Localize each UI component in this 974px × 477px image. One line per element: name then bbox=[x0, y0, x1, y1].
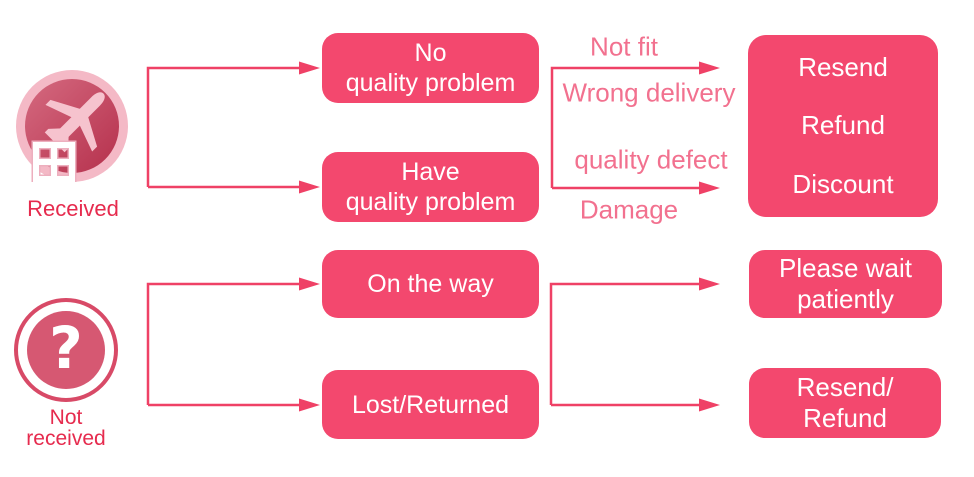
not-received-label: Not received bbox=[8, 407, 124, 449]
box-have-quality-problem: Have quality problem bbox=[322, 152, 539, 222]
box-outcomes-line2: Refund bbox=[801, 110, 885, 141]
box-resend-refund-line2: Refund bbox=[803, 403, 887, 433]
box-lost-returned-line1: Lost/Returned bbox=[351, 390, 510, 419]
box-have-quality-line1: Have bbox=[401, 158, 460, 186]
reason-not-fit: Not fit bbox=[590, 31, 658, 62]
connector-not-received-bracket bbox=[146, 282, 302, 407]
box-outcomes-line3: Discount bbox=[792, 168, 894, 199]
box-no-quality-line1: No bbox=[414, 39, 447, 67]
box-outcomes-line1: Resend bbox=[798, 52, 888, 83]
arrowheads bbox=[299, 61, 720, 412]
box-wait-line1: Please wait bbox=[779, 252, 912, 283]
box-on-the-way-line1: On the way bbox=[367, 270, 494, 298]
connector-quality-bracket bbox=[550, 66, 702, 190]
question-glyph: ? bbox=[49, 313, 83, 382]
box-no-quality-problem: No quality problem bbox=[322, 33, 539, 103]
reason-quality-defect: quality defect bbox=[574, 144, 728, 175]
box-on-the-way: On the way bbox=[322, 250, 539, 318]
connector-status-bracket bbox=[549, 282, 702, 407]
box-wait-line2: patiently bbox=[797, 284, 894, 314]
question-disc: ? bbox=[27, 311, 105, 389]
box-resend-refund-discount: Resend Refund Discount bbox=[748, 35, 938, 217]
box-lost-returned: Lost/Returned bbox=[322, 370, 539, 439]
package-icon bbox=[31, 140, 77, 182]
not-received-label-line1: Not bbox=[49, 406, 83, 429]
received-label: Received bbox=[27, 196, 119, 221]
box-have-quality-line2: quality problem bbox=[345, 188, 516, 216]
box-resend-or-refund: Resend/ Refund bbox=[749, 368, 941, 438]
reason-damage: Damage bbox=[579, 194, 679, 225]
box-please-wait: Please wait patiently bbox=[749, 250, 942, 318]
question-mark-icon: ? bbox=[14, 298, 118, 402]
airplane-package-icon bbox=[16, 70, 128, 182]
connector-received-bracket bbox=[146, 66, 302, 189]
reason-wrong-delivery: Wrong delivery bbox=[562, 77, 736, 108]
box-resend-refund-line1: Resend/ bbox=[796, 371, 894, 402]
box-no-quality-line2: quality problem bbox=[345, 69, 516, 97]
not-received-label-line2: received bbox=[26, 427, 106, 450]
